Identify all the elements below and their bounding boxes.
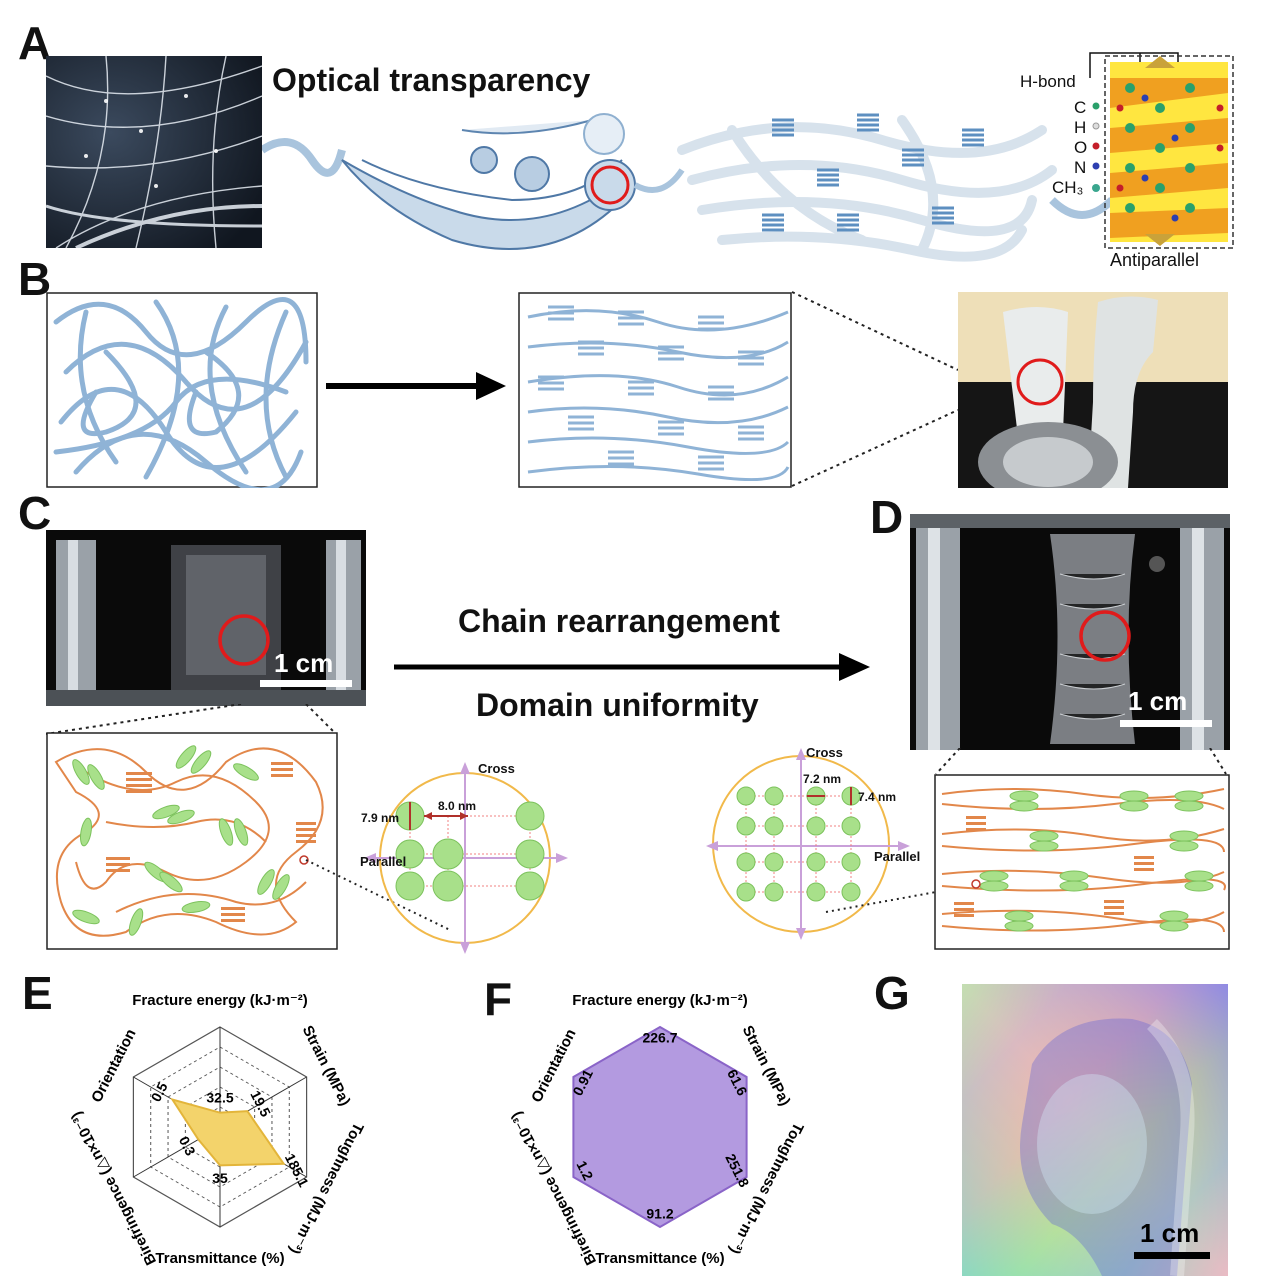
radar-value-label: 19.5 <box>247 1088 274 1120</box>
radar-axis-label: Transmittance (%) <box>155 1250 284 1267</box>
panel-label-b: B <box>18 253 52 305</box>
lattice-spacing-v-d: 7.4 nm <box>858 790 897 804</box>
random-coil-chains <box>46 292 318 488</box>
radar-axis-label: Fracture energy (kJ·m⁻²) <box>572 992 747 1009</box>
radar-value-label: 32.5 <box>206 1089 233 1105</box>
zoom-line-c-lattice <box>305 859 451 931</box>
radar-chart-e: Fracture energy (kJ·m⁻²)Strain (MPa)Toug… <box>68 992 367 1268</box>
arrow-right-icon-cd <box>394 653 870 681</box>
radar-data-area <box>170 1097 286 1167</box>
parallel-label-d: Parallel <box>874 849 921 864</box>
radar-axis-label: Orientation <box>528 1026 579 1105</box>
legend-n: N <box>1074 158 1087 177</box>
domain-uniformity-label: Domain uniformity <box>476 687 759 723</box>
lattice-spacing-h-d: 7.2 nm <box>803 772 842 786</box>
scale-bar-g <box>1134 1252 1210 1259</box>
radar-value-label: 35 <box>212 1170 228 1186</box>
radar-value-label: 91.2 <box>646 1206 673 1222</box>
cross-label-c: Cross <box>478 761 515 776</box>
scale-bar-c <box>260 680 352 687</box>
fiber-hierarchy-diagram <box>262 113 1112 262</box>
antiparallel-label: Antiparallel <box>1110 250 1200 270</box>
spider-web-photo <box>46 56 262 248</box>
lattice-before <box>364 762 568 954</box>
radar-chart-f: Fracture energy (kJ·m⁻²)Strain (MPa)Toug… <box>508 992 807 1268</box>
stretched-chains-with-crystallites <box>518 292 792 488</box>
zoom-lines-c <box>46 704 337 735</box>
gel-sample-photo <box>958 292 1228 488</box>
antiparallel-molecular-structure <box>1089 52 1234 249</box>
radar-axis-label: Fracture energy (kJ·m⁻²) <box>132 992 307 1009</box>
zoom-lines-d <box>935 748 1227 775</box>
radar-value-label: 226.7 <box>642 1030 677 1046</box>
ordered-domain-schematic <box>934 774 1230 950</box>
legend-c: C <box>1074 98 1087 117</box>
radar-value-label: 1.2 <box>573 1158 596 1183</box>
legend-h: H <box>1074 118 1087 137</box>
panel-label-e: E <box>22 967 53 1019</box>
lattice-spacing-h-c: 8.0 nm <box>438 799 477 813</box>
radar-value-label: 185.1 <box>282 1151 312 1190</box>
legend-o: O <box>1074 138 1088 157</box>
arrow-right-icon <box>326 372 506 400</box>
radar-axis-label: Transmittance (%) <box>595 1250 724 1267</box>
zoom-lines-b <box>791 291 959 487</box>
chain-rearrangement-label: Chain rearrangement <box>458 603 780 639</box>
film-photo-before: 1 cm <box>46 530 366 706</box>
legend-ch3: CH₃ <box>1052 178 1084 197</box>
panel-label-a: A <box>18 17 52 69</box>
h-bond-label: H-bond <box>1020 72 1076 91</box>
birefringence-portrait-image: 1 cm <box>962 984 1228 1276</box>
scale-bar-d <box>1120 720 1212 727</box>
panel-label-d: D <box>870 491 904 543</box>
lattice-after <box>706 748 910 940</box>
radar-axis-label: Birefringence (△n×10⁻³) <box>68 1109 160 1268</box>
panel-label-c: C <box>18 487 52 539</box>
optical-transparency-title: Optical transparency <box>272 62 591 98</box>
radar-axis-label: Orientation <box>88 1026 139 1105</box>
radar-value-label: 0.5 <box>148 1079 171 1104</box>
cross-label-d: Cross <box>806 745 843 760</box>
radar-value-label: 0.3 <box>176 1134 199 1159</box>
scale-label-g: 1 cm <box>1140 1218 1200 1248</box>
radar-data-area <box>572 1025 748 1229</box>
panel-label-g: G <box>874 967 910 1019</box>
parallel-label-c: Parallel <box>360 854 407 869</box>
zoom-line-d-lattice <box>825 883 981 913</box>
scale-label-c: 1 cm <box>274 648 334 678</box>
film-photo-after: 1 cm <box>910 514 1230 750</box>
scale-label-d: 1 cm <box>1128 686 1188 716</box>
lattice-spacing-v-c: 7.9 nm <box>361 811 400 825</box>
disordered-domain-schematic <box>46 732 338 950</box>
panel-label-f: F <box>484 973 513 1025</box>
